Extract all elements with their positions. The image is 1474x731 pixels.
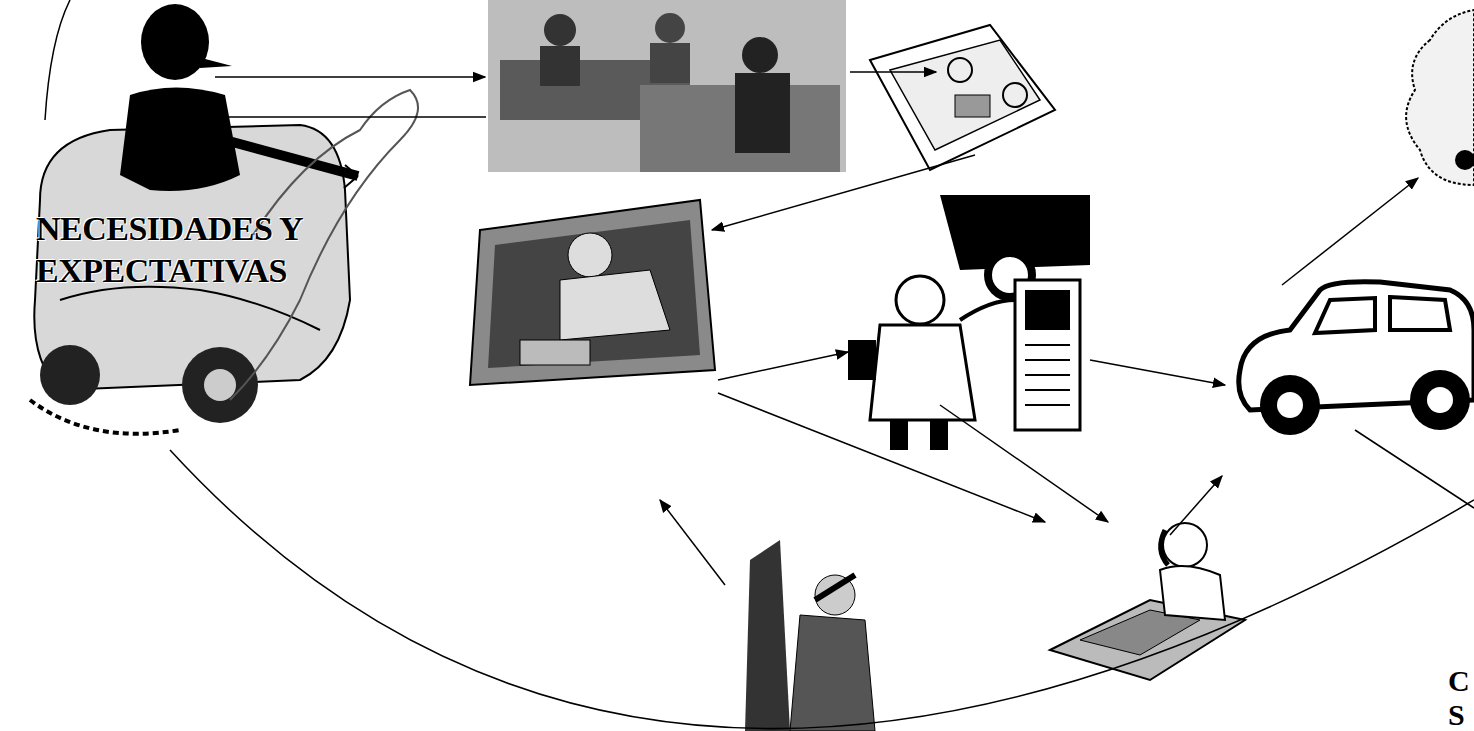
arm-arrow: [344, 165, 358, 188]
node-text: NECESIDADES Y EXPECTATIVAS: [36, 208, 366, 292]
flow-arrow: [660, 500, 725, 585]
car-wheel: [1260, 375, 1320, 435]
worker-body: [790, 615, 875, 731]
machine-screen: [1025, 290, 1070, 330]
car-wheel: [182, 347, 258, 423]
flow-arrow: [712, 155, 975, 230]
flow-arrow: [205, 116, 486, 118]
car-wheel: [1410, 370, 1470, 430]
flow-arrow: [1282, 178, 1418, 285]
technician-clipart: [470, 200, 715, 385]
customer-body: [120, 88, 240, 192]
customer-arm: [225, 140, 358, 176]
cloud-clipart: [1406, 10, 1474, 185]
flow-arrow: [1090, 360, 1225, 385]
papers: [890, 40, 1040, 150]
cut-off-label: S: [1448, 698, 1465, 731]
reception-photo: [488, 0, 846, 172]
paperwork-clipart: [870, 25, 1055, 170]
worker-clipart: [745, 540, 875, 731]
leg: [890, 420, 908, 450]
car-hub: [1277, 392, 1303, 418]
person: [540, 46, 580, 86]
person: [735, 73, 790, 153]
car-clipart: [1239, 282, 1474, 435]
flow-arrows: [170, 72, 1474, 729]
keyboard: [520, 340, 590, 365]
return-arc: [170, 450, 1474, 729]
person-body: [1160, 566, 1225, 620]
flow-arrow: [940, 405, 1108, 522]
cloud: [1406, 10, 1474, 185]
papers: [870, 25, 1055, 170]
technician-head: [568, 233, 612, 277]
mechanic-coat: [870, 325, 975, 420]
frame-line: [45, 0, 70, 120]
panel: [470, 200, 715, 385]
flow-arrow: [215, 76, 485, 78]
car-window: [1315, 298, 1375, 333]
flow-arrow: [850, 71, 936, 73]
person: [650, 43, 690, 83]
node-box: NECESIDADES Y EXPECTATIVAS: [36, 208, 366, 292]
car-hub: [1427, 387, 1453, 413]
helmet: [815, 575, 855, 600]
flow-arrow: [718, 352, 848, 380]
worker-head: [815, 575, 855, 615]
flow-arrow: [718, 393, 1045, 522]
cloud-detail: [1455, 150, 1474, 170]
machine: [1015, 280, 1080, 430]
card: [955, 95, 990, 117]
cut-off-label: C: [1448, 664, 1470, 698]
car-window: [1390, 297, 1450, 330]
hand: [948, 58, 972, 82]
car-line: [60, 287, 320, 330]
case: [848, 340, 876, 380]
mechanic-head: [896, 276, 944, 324]
customer-car-clipart: [30, 0, 418, 434]
customer-head: [141, 4, 209, 80]
person: [655, 13, 685, 43]
diagnostic-clipart: [848, 195, 1090, 450]
flow-line: [1355, 430, 1474, 508]
leg: [930, 420, 948, 450]
screen: [488, 220, 700, 368]
person: [544, 14, 576, 46]
flow-arrow: [1170, 476, 1222, 535]
machine-lines: [1025, 345, 1070, 405]
photo-background: [488, 0, 846, 172]
cap-bill: [190, 55, 232, 68]
car-hub: [204, 369, 236, 401]
car-wheel: [40, 345, 100, 405]
person-head: [1163, 523, 1207, 567]
car-bumper: [30, 400, 180, 434]
technician-body: [560, 270, 670, 340]
phone: [1161, 530, 1168, 565]
probe-cable: [960, 300, 1015, 320]
tool-rack: [745, 540, 790, 731]
hand: [1003, 83, 1027, 107]
person: [742, 37, 778, 73]
